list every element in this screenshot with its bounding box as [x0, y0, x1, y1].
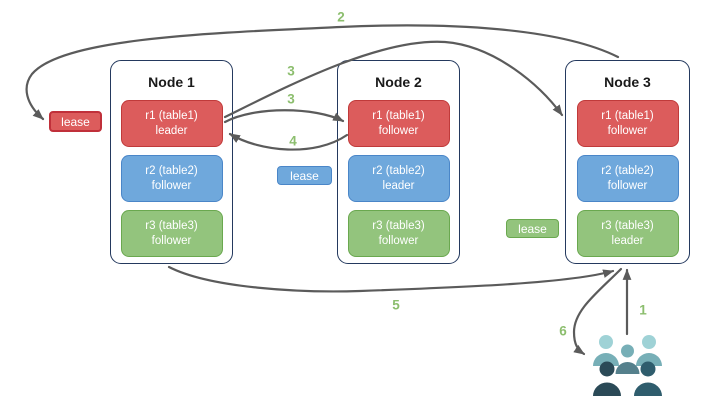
step-label-2: 2	[337, 9, 345, 25]
replica-name: r1 (table1)	[372, 109, 425, 122]
replica-name: r3 (table3)	[145, 219, 198, 232]
node-2-title: Node 2	[375, 74, 422, 90]
node-1-replica-r2: r2 (table2) follower	[120, 155, 223, 202]
replica-role: follower	[151, 179, 192, 192]
lease-badge-r3: lease	[506, 219, 559, 238]
step-label-6: 6	[559, 323, 567, 339]
node-3-title: Node 3	[604, 74, 651, 90]
node-3-card: Node 3 r1 (table1) follower r2 (table2) …	[565, 60, 690, 264]
node-2-replica-r2: r2 (table2) leader	[347, 155, 450, 202]
lease-badge-r1: lease	[49, 111, 102, 132]
arrow-step-3b	[223, 109, 345, 124]
users-icon	[593, 335, 662, 396]
node-3-replica-r1: r1 (table1) follower	[576, 100, 679, 147]
replica-name: r3 (table3)	[372, 219, 425, 232]
replica-role: follower	[607, 124, 648, 137]
replica-role: leader	[382, 179, 415, 192]
node-1-replica-r3: r3 (table3) follower	[120, 210, 223, 257]
replica-name: r2 (table2)	[372, 164, 425, 177]
replica-role: follower	[378, 124, 419, 137]
replica-name: r2 (table2)	[145, 164, 198, 177]
step-label-1: 1	[639, 302, 647, 318]
step-label-3b: 3	[287, 91, 295, 107]
replica-name: r2 (table2)	[601, 164, 654, 177]
replica-role: leader	[155, 124, 188, 137]
node-2-replica-r1: r1 (table1) follower	[347, 100, 450, 147]
node-3-replica-r3: r3 (table3) leader	[576, 210, 679, 257]
node-1-replica-r1: r1 (table1) leader	[120, 100, 223, 147]
replica-role: follower	[151, 234, 192, 247]
replica-role: follower	[378, 234, 419, 247]
node-2-card: Node 2 r1 (table1) follower r2 (table2) …	[337, 60, 460, 264]
node-1-card: Node 1 r1 (table1) leader r2 (table2) fo…	[110, 60, 233, 264]
replica-name: r1 (table1)	[601, 109, 654, 122]
step-label-5: 5	[392, 297, 400, 313]
replica-name: r3 (table3)	[601, 219, 654, 232]
step-label-3a: 3	[287, 63, 295, 79]
replica-name: r1 (table1)	[145, 109, 198, 122]
node-3-replica-r2: r2 (table2) follower	[576, 155, 679, 202]
node-2-replica-r3: r3 (table3) follower	[347, 210, 450, 257]
step-label-4: 4	[289, 133, 297, 149]
replica-role: leader	[611, 234, 644, 247]
lease-badge-r2: lease	[277, 166, 332, 185]
node-1-title: Node 1	[148, 74, 195, 90]
arrow-step-5	[167, 265, 615, 293]
replica-role: follower	[607, 179, 648, 192]
